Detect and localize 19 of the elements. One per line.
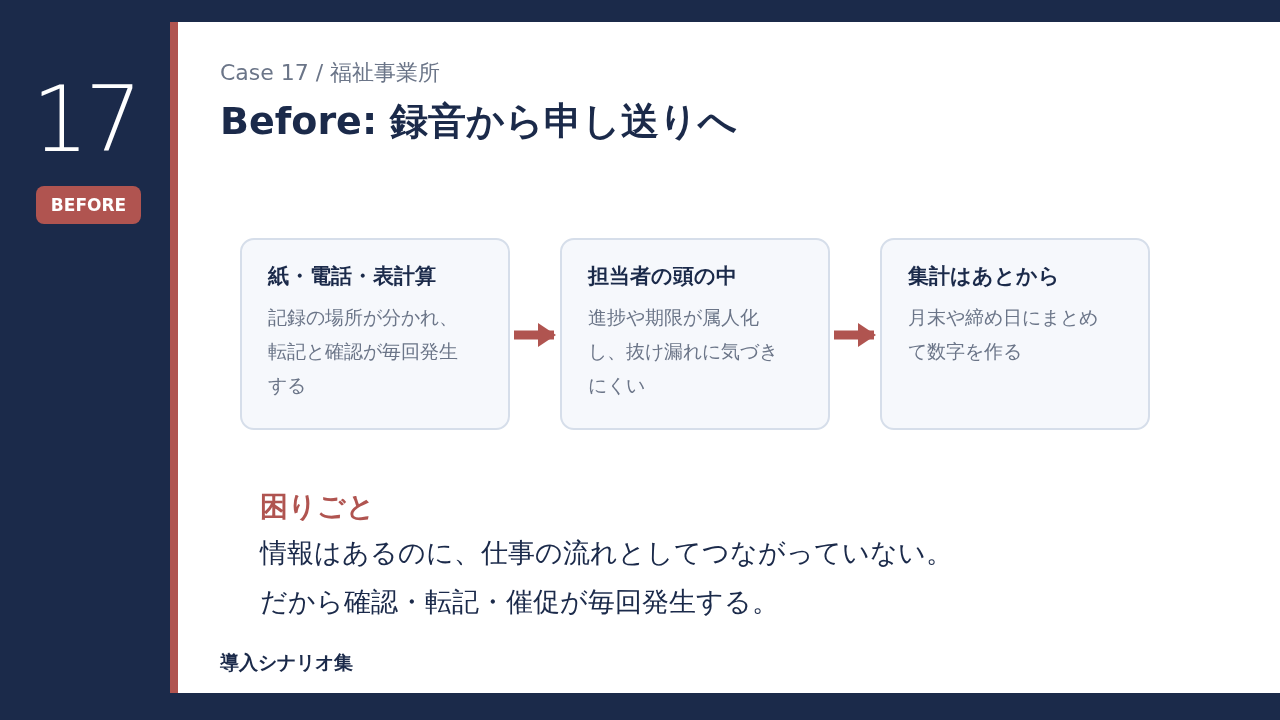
process-card [560, 238, 830, 430]
process-card [880, 238, 1150, 430]
body-text: だから確認・転記・催促が毎回発生する。 [260, 585, 779, 619]
card-heading: 担当者の頭の中 [588, 263, 738, 290]
page-number: 17 [30, 70, 140, 170]
card-description: 記録の場所が分かれ、転記と確認が毎回発生する [268, 305, 459, 398]
card-description: 月末や締め日にまとめて数字を作る [908, 305, 1099, 364]
subtitle: Case 17 / 福祉事業所 [220, 59, 441, 87]
card-description: 進捗や期限が属人化し、抜け漏れに気づきにくい [588, 305, 779, 398]
slide-title: Before: 録音から申し送りへ [220, 98, 738, 145]
process-card [240, 238, 510, 430]
card-heading: 集計はあとから [908, 263, 1061, 290]
arrow [834, 323, 876, 347]
body-text: 情報はあるのに、仕事の流れとしてつながっていない。 [260, 536, 953, 570]
status-badge: BEFORE [36, 186, 141, 224]
footer-text: 導入シナリオ集 [220, 650, 353, 675]
section-heading: 困りごと [260, 489, 375, 525]
card-heading: 紙・電話・表計算 [268, 263, 437, 290]
arrow [514, 323, 556, 347]
